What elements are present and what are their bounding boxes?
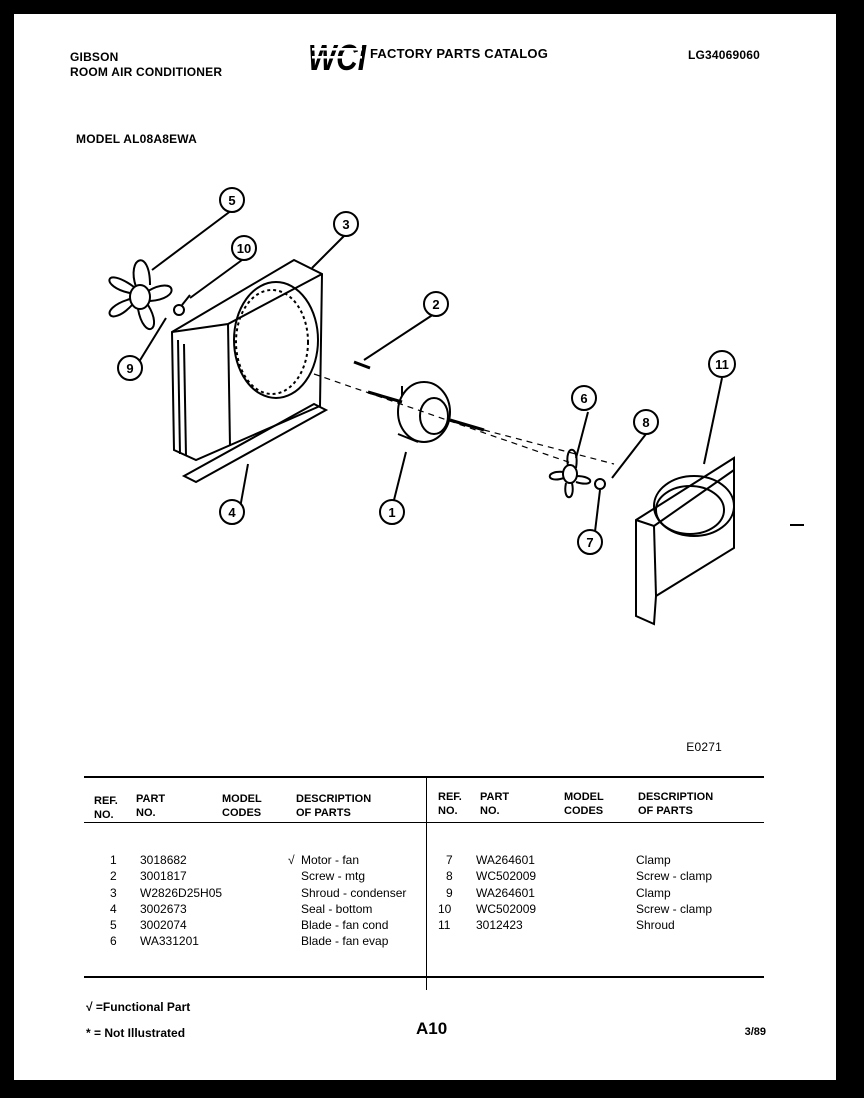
brand-name: GIBSON bbox=[70, 50, 119, 64]
callout-3: 3 bbox=[333, 211, 359, 237]
catalog-title: FACTORY PARTS CATALOG bbox=[370, 46, 549, 61]
diagram-code: E0271 bbox=[686, 740, 722, 754]
scan-mark bbox=[790, 524, 804, 526]
evaporator-fan-blade bbox=[548, 448, 592, 499]
svg-text:8: 8 bbox=[642, 415, 649, 430]
svg-text:3: 3 bbox=[342, 217, 349, 232]
shroud-evaporator bbox=[635, 456, 735, 626]
page-number: A10 bbox=[416, 1019, 448, 1038]
svg-text:6: 6 bbox=[580, 391, 587, 406]
svg-text:11: 11 bbox=[715, 357, 729, 372]
callout-9: 9 bbox=[117, 355, 143, 381]
table-header-rule bbox=[84, 822, 764, 823]
brand-block: GIBSON ROOM AIR CONDITIONER bbox=[70, 50, 222, 80]
functional-part-note: √ =Functional Part bbox=[86, 1000, 191, 1014]
callout-11: 11 bbox=[708, 350, 736, 378]
product-name: ROOM AIR CONDITIONER bbox=[70, 65, 223, 79]
callout-1: 1 bbox=[379, 499, 405, 525]
header-ref-no: REF.NO. bbox=[94, 795, 118, 821]
callout-6: 6 bbox=[571, 385, 597, 411]
not-illustrated-note: * = Not Illustrated bbox=[86, 1026, 186, 1040]
exploded-parts-diagram: 5 10 3 2 9 11 6 8 4 1 7 bbox=[108, 187, 736, 626]
revision-date: 3/89 bbox=[744, 1026, 766, 1038]
callout-7: 7 bbox=[577, 529, 603, 555]
callout-2: 2 bbox=[423, 291, 449, 317]
seal-bottom bbox=[181, 402, 329, 484]
wci-logo: WCI bbox=[308, 37, 367, 76]
svg-text:2: 2 bbox=[432, 297, 439, 312]
svg-text:10: 10 bbox=[237, 241, 251, 256]
table-bottom-rule bbox=[84, 976, 764, 978]
callout-8: 8 bbox=[633, 409, 659, 435]
svg-text:4: 4 bbox=[228, 505, 236, 520]
header-ref-no-right: REF.NO. bbox=[438, 791, 462, 817]
catalog-page: GIBSON ROOM AIR CONDITIONER WCI FACTORY … bbox=[14, 14, 836, 1080]
model-line: MODEL AL08A8EWA bbox=[76, 132, 198, 146]
table-top-rule bbox=[84, 776, 764, 778]
shroud-condenser bbox=[170, 258, 324, 462]
callout-5: 5 bbox=[219, 187, 245, 213]
catalog-number: LG34069060 bbox=[687, 48, 760, 62]
svg-text:1: 1 bbox=[388, 505, 395, 520]
svg-text:7: 7 bbox=[586, 535, 593, 550]
svg-text:5: 5 bbox=[228, 193, 235, 208]
fan-motor bbox=[367, 381, 485, 443]
callout-10: 10 bbox=[231, 235, 257, 261]
table-center-rule bbox=[426, 776, 427, 990]
svg-text:9: 9 bbox=[126, 361, 133, 376]
callout-4: 4 bbox=[219, 499, 245, 525]
condenser-fan-blade bbox=[108, 259, 173, 330]
